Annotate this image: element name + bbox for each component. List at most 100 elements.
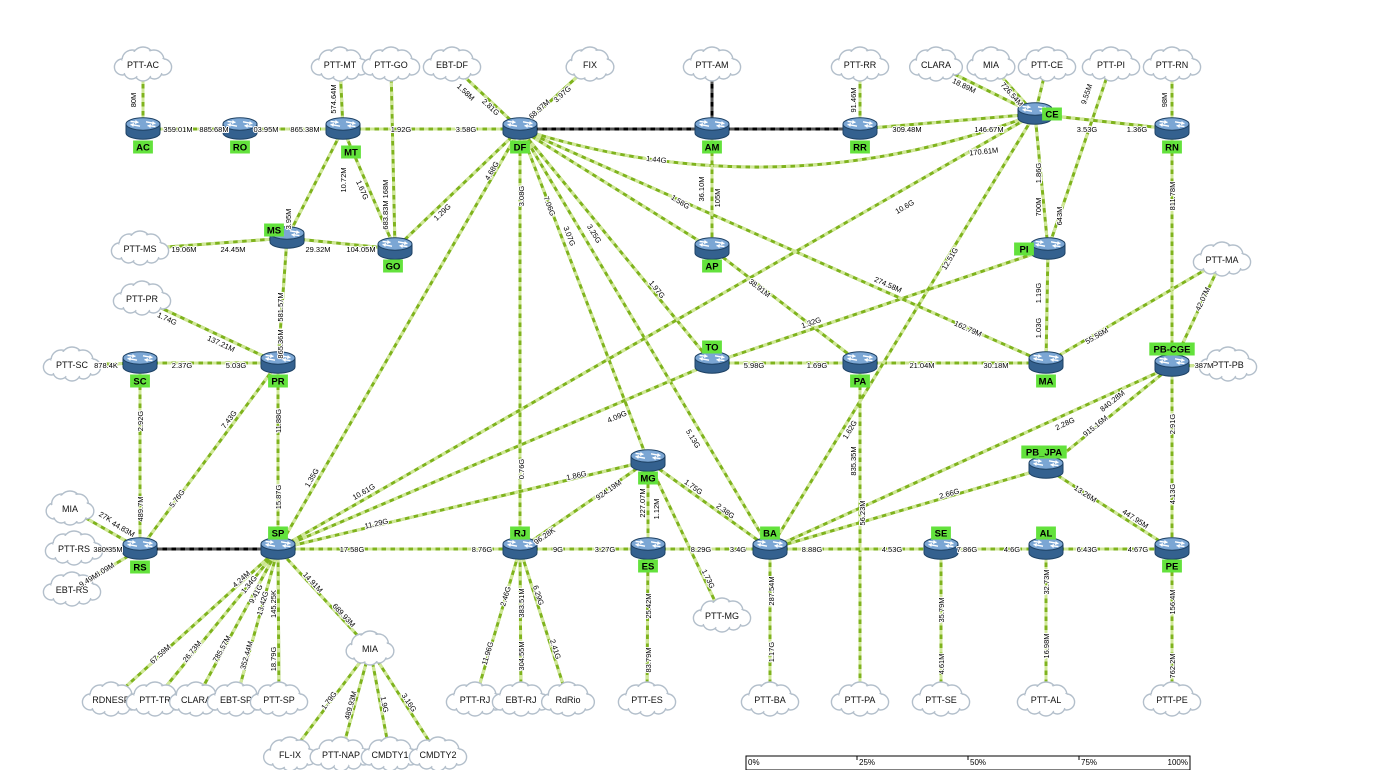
cloud-ptt-pe[interactable]: PTT-PE	[1142, 681, 1202, 717]
cloud-fix[interactable]: FIX	[565, 46, 615, 82]
router-DF[interactable]	[502, 117, 538, 140]
cloud-cmdty1[interactable]: CMDTY1	[360, 736, 420, 770]
cloud-rdrio[interactable]: RdRio	[540, 681, 596, 717]
router-AL[interactable]	[1028, 537, 1064, 560]
cloud-ebt-df[interactable]: EBT-DF	[422, 46, 482, 82]
cloud-ptt-ms[interactable]: PTT-MS	[110, 230, 170, 266]
cloud-ptt-al[interactable]: PTT-AL	[1016, 681, 1076, 717]
link-GO-DF[interactable]	[393, 127, 522, 251]
router-RO[interactable]	[222, 117, 258, 140]
link-SP-ebt-sp[interactable]	[234, 548, 280, 701]
link-SP-ptt-sp[interactable]	[276, 548, 281, 701]
cloud-ptt-sc[interactable]: PTT-SC	[42, 346, 102, 382]
cloud-ptt-se[interactable]: PTT-SE	[911, 681, 971, 717]
link-PR-ptt-pr[interactable]	[141, 297, 279, 365]
cloud-ptt-rn[interactable]: PTT-RN	[1142, 46, 1202, 82]
link-SP-clara-sp[interactable]	[194, 548, 280, 701]
link-PB-CGE-PB_JPA[interactable]	[1045, 364, 1173, 470]
router-PA[interactable]	[842, 351, 878, 374]
cloud-ptt-go[interactable]: PTT-GO	[361, 46, 421, 82]
cloud-ptt-es[interactable]: PTT-ES	[617, 681, 677, 717]
router-AM[interactable]	[694, 117, 730, 140]
link-SP-MG[interactable]	[277, 459, 649, 551]
link-TO-PI[interactable]	[711, 247, 1049, 365]
router-PB-CGE[interactable]	[1154, 354, 1190, 377]
router-GO[interactable]	[377, 237, 413, 260]
cloud-ptt-rj[interactable]: PTT-RJ	[445, 681, 505, 717]
link-PB_JPA-PE[interactable]	[1045, 466, 1173, 551]
cloud-rdnesp[interactable]: RDNESP	[81, 681, 141, 717]
link-SP-CE[interactable]	[277, 112, 1036, 551]
router-PR[interactable]	[260, 351, 296, 374]
link-DF-MG[interactable]	[518, 128, 650, 462]
link-DF-TO[interactable]	[518, 128, 714, 364]
router-ES[interactable]	[630, 537, 666, 560]
link-PI-MA[interactable]	[1044, 248, 1050, 364]
cloud-ptt-sp[interactable]: PTT-SP	[249, 681, 309, 717]
link-BA-PB-CGE[interactable]	[769, 364, 1173, 551]
link-mia-sp-ptt-nap[interactable]	[339, 648, 372, 756]
link-DF-AP[interactable]	[519, 127, 713, 251]
cloud-clara-ce[interactable]: CLARA	[908, 46, 964, 82]
cloud-ptt-ce[interactable]: PTT-CE	[1017, 46, 1077, 82]
link-MG-RJ[interactable]	[519, 459, 649, 551]
cloud-ebt-rj[interactable]: EBT-RJ	[491, 681, 551, 717]
router-SP[interactable]	[260, 537, 296, 560]
link-CE-BA[interactable]	[768, 113, 1037, 550]
router-SE[interactable]	[923, 537, 959, 560]
link-CE-PI[interactable]	[1033, 113, 1050, 250]
router-RN[interactable]	[1154, 117, 1190, 140]
link-PR-RS[interactable]	[138, 362, 280, 550]
cloud-ptt-pa[interactable]: PTT-PA	[830, 681, 890, 717]
cloud-ptt-nap[interactable]: PTT-NAP	[309, 736, 373, 770]
router-BA[interactable]	[752, 537, 788, 560]
link-DF-SP[interactable]	[276, 128, 522, 550]
link-SP-ptt-tr[interactable]	[153, 548, 280, 701]
cloud-ptt-am[interactable]: PTT-AM	[682, 46, 742, 82]
link-AP-PA[interactable]	[711, 247, 861, 365]
router-RJ[interactable]	[502, 537, 538, 560]
router-RR[interactable]	[842, 117, 878, 140]
cloud-cmdty2[interactable]: CMDTY2	[408, 736, 468, 770]
link-RJ-ebt-rj[interactable]	[518, 548, 523, 701]
cloud-ptt-mg[interactable]: PTT-MG	[692, 597, 752, 633]
router-MG[interactable]	[630, 449, 666, 472]
link-MA-ptt-ma[interactable]	[1045, 258, 1223, 365]
router-PI[interactable]	[1030, 237, 1066, 260]
link-MT-MS[interactable]	[285, 128, 345, 239]
link-ES-ptt-es[interactable]	[645, 548, 650, 701]
link-SP-TO[interactable]	[277, 361, 713, 551]
cloud-fl-ix[interactable]: FL-IX	[262, 736, 318, 770]
link-DF-MA[interactable]	[519, 127, 1047, 365]
link-RJ-rdrio[interactable]	[518, 548, 570, 701]
router-AC[interactable]	[125, 117, 161, 140]
link-MS-GO[interactable]	[286, 236, 396, 251]
router-MA[interactable]	[1028, 351, 1064, 374]
router-SC[interactable]	[122, 351, 158, 374]
cloud-ptt-rs[interactable]: PTT-RS	[44, 530, 104, 566]
cloud-ptt-mt[interactable]: PTT-MT	[310, 46, 370, 82]
router-PB_JPA[interactable]	[1028, 456, 1064, 479]
link-MG-ptt-mg[interactable]	[646, 460, 724, 617]
cloud-ptt-ba[interactable]: PTT-BA	[740, 681, 800, 717]
link-SP-mia-sp[interactable]	[276, 547, 372, 651]
cloud-ptt-pb[interactable]: PTT-PB	[1198, 346, 1258, 382]
cloud-mia-ce[interactable]: MIA	[966, 46, 1016, 82]
link-RJ-ptt-rj[interactable]	[473, 548, 522, 701]
link-PB_JPA-BA[interactable]	[769, 466, 1047, 551]
cloud-ptt-ac[interactable]: PTT-AC	[113, 46, 173, 82]
cloud-mia-sp[interactable]: MIA	[345, 630, 395, 666]
link-GO-ptt-go[interactable]	[389, 64, 397, 250]
link-MS-PR[interactable]	[276, 237, 289, 364]
cloud-ptt-pi[interactable]: PTT-PI	[1081, 46, 1141, 82]
cloud-ebt-rs[interactable]: EBT-RS	[42, 571, 102, 607]
cloud-ptt-rr[interactable]: PTT-RR	[830, 46, 890, 82]
router-PE[interactable]	[1154, 537, 1190, 560]
router-MT[interactable]	[325, 117, 361, 140]
router-AP[interactable]	[694, 237, 730, 260]
cloud-ptt-pr[interactable]: PTT-PR	[112, 280, 172, 316]
cloud-ptt-ma[interactable]: PTT-MA	[1192, 241, 1252, 277]
router-TO[interactable]	[694, 351, 730, 374]
link-DF-CE[interactable]	[519, 112, 1036, 169]
link-MG-BA[interactable]	[647, 459, 771, 551]
